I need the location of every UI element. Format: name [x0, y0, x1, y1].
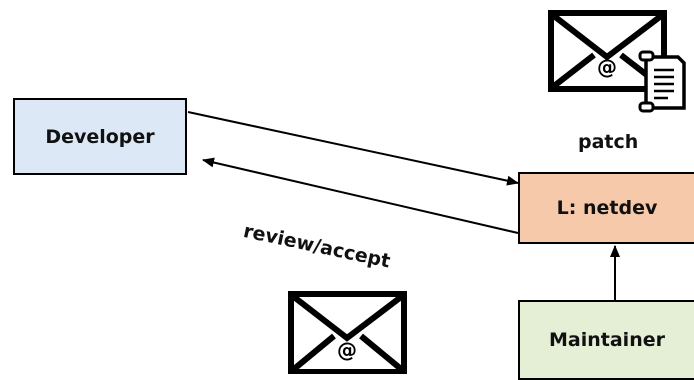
developer-label: Developer: [45, 125, 155, 148]
patch-arrow: [187, 111, 519, 186]
netdev-node: L: netdev: [518, 172, 694, 244]
document-icon: [638, 50, 686, 113]
maintainer-label: Maintainer: [549, 329, 665, 351]
review-arrow: [202, 157, 519, 234]
envelope-icon: @: [288, 291, 407, 374]
developer-node: Developer: [13, 98, 187, 175]
svg-text:@: @: [337, 338, 357, 362]
patch-label: patch: [578, 131, 639, 153]
netdev-label: L: netdev: [556, 197, 658, 219]
svg-text:@: @: [597, 55, 617, 79]
maintainer-node: Maintainer: [518, 300, 694, 380]
